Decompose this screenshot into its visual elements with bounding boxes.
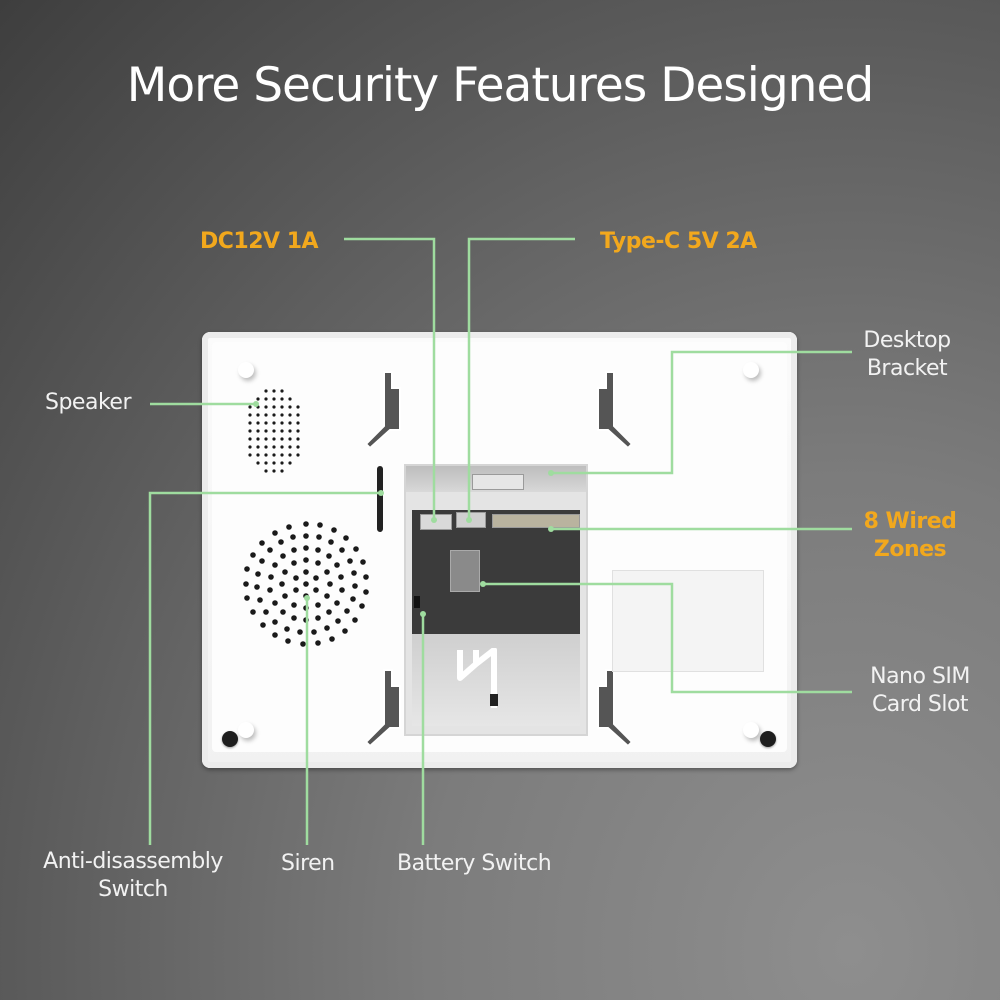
anti-disassembly-switch [377, 466, 383, 532]
speaker-grille-icon [248, 389, 300, 473]
type-c-label: Type-C 5V 2A [600, 229, 757, 254]
wall-hook-icon [364, 669, 401, 748]
mount-post-icon [238, 362, 254, 378]
nano-sim-slot [450, 550, 480, 592]
desktop-bracket-label-line1: Desktop [863, 328, 951, 353]
desktop-bracket-label: Desktop Bracket [852, 327, 962, 383]
wall-hook-icon [597, 371, 634, 450]
battery-switch [414, 596, 420, 608]
anti-disassembly-label-line2: Switch [98, 877, 168, 902]
anti-disassembly-label-line1: Anti-disassembly [43, 849, 223, 874]
label-sticker [612, 570, 764, 672]
mount-post-icon [238, 722, 254, 738]
screw-icon [760, 731, 776, 747]
battery-compartment [404, 464, 588, 736]
wired-zones-label-line1: 8 Wired [863, 509, 957, 534]
wall-hook-icon [364, 371, 401, 450]
type-c-port [456, 512, 486, 528]
dc-power-label: DC12V 1A [200, 229, 319, 254]
cable-clip-icon [457, 648, 498, 708]
dc-power-connector [420, 514, 452, 530]
page-title: More Security Features Designed [126, 58, 874, 113]
wired-zone-terminal [492, 514, 580, 528]
desktop-bracket-connector [472, 474, 524, 490]
wall-hook-icon [597, 669, 634, 748]
mount-post-icon [743, 722, 759, 738]
circuit-board [412, 510, 580, 634]
mount-post-icon [743, 362, 759, 378]
wired-zones-label-line2: Zones [873, 537, 947, 562]
siren-grille-icon [243, 521, 369, 647]
wired-zones-label: 8 Wired Zones [852, 508, 968, 564]
screw-icon [222, 731, 238, 747]
nano-sim-label-line2: Card Slot [871, 692, 969, 717]
battery-switch-label: Battery Switch [397, 851, 552, 876]
nano-sim-label-line1: Nano SIM [870, 664, 970, 689]
speaker-label: Speaker [45, 390, 131, 415]
battery-area [412, 634, 580, 726]
nano-sim-label: Nano SIM Card Slot [858, 663, 982, 719]
alarm-panel-back [202, 332, 797, 768]
desktop-bracket-label-line2: Bracket [866, 356, 948, 381]
anti-disassembly-label: Anti-disassembly Switch [22, 848, 244, 904]
siren-label: Siren [281, 851, 335, 876]
